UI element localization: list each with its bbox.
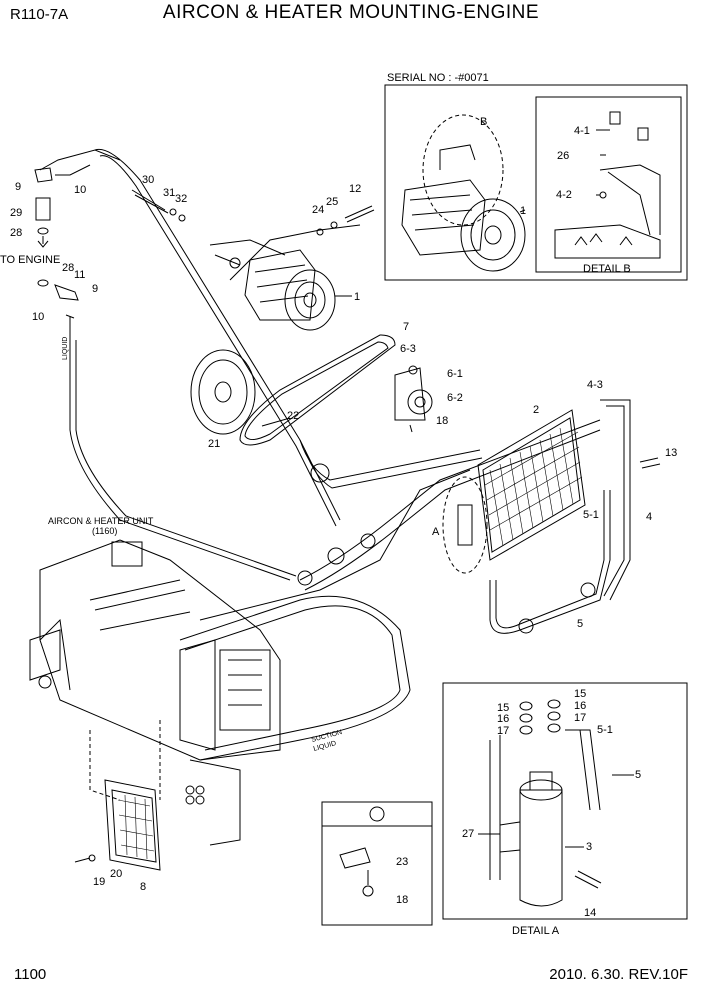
- part-5-detail: 5: [635, 769, 641, 781]
- part-1: 1: [354, 291, 360, 303]
- detail-a-box: DETAIL A 15 16 17 15 16 17 5-1 5 27 3 14: [442, 682, 688, 937]
- condenser: 2 4-3 13 4 5-1 5 A: [432, 379, 677, 630]
- part-18: 18: [436, 415, 448, 427]
- part-4-3: 4-3: [587, 379, 603, 391]
- marker-a: A: [432, 526, 440, 538]
- marker-b: B: [480, 116, 487, 128]
- part-12: 12: [349, 183, 361, 195]
- page-title: AIRCON & HEATER MOUNTING-ENGINE: [162, 2, 540, 23]
- part-23: 23: [396, 856, 408, 868]
- part-15-a: 15: [497, 702, 509, 714]
- part-7: 7: [403, 321, 409, 333]
- detail-a-label: DETAIL A: [512, 925, 560, 937]
- part-9-b: 9: [92, 283, 98, 295]
- part-28-a: 28: [10, 227, 22, 239]
- part-21: 21: [208, 438, 220, 450]
- aircon-heater-unit: AIRCON & HEATER UNIT (1160): [29, 516, 281, 846]
- part-6-1: 6-1: [447, 368, 463, 380]
- part-25: 25: [326, 196, 338, 208]
- to-engine-label: TO ENGINE: [0, 254, 60, 266]
- part-27: 27: [462, 828, 474, 840]
- part-22: 22: [287, 410, 299, 422]
- part-30: 30: [142, 174, 154, 186]
- pulley-belt-group: 21 7 22 6-3 6-1 6-2 18: [190, 321, 463, 450]
- part-13: 13: [665, 447, 677, 459]
- part-16-b: 16: [574, 700, 586, 712]
- refrigerant-hoses: LIQUID SUCTION LIQUID: [62, 148, 631, 761]
- part-1-serial: 1: [520, 205, 526, 217]
- filter-part-8: 8 19 20: [74, 779, 161, 893]
- part-28-b: 28: [62, 262, 74, 274]
- part-4: 4: [646, 511, 652, 523]
- hose-label-liquid-left: LIQUID: [62, 337, 69, 360]
- part-14: 14: [584, 907, 596, 919]
- part-9-a: 9: [15, 181, 21, 193]
- part-20: 20: [110, 868, 122, 880]
- part-24: 24: [312, 204, 324, 216]
- part-32: 32: [175, 193, 187, 205]
- serial-detail-box: SERIAL NO : -#0071 DETAIL B B 1 4-1 26 4…: [384, 72, 688, 281]
- part-29: 29: [10, 207, 22, 219]
- part-10-a: 10: [74, 184, 86, 196]
- page-number: 1100: [14, 966, 47, 983]
- part-2: 2: [533, 404, 539, 416]
- serial-number-label: SERIAL NO : -#0071: [387, 72, 489, 84]
- part-8: 8: [140, 881, 146, 893]
- detail-b-label: DETAIL B: [583, 263, 631, 275]
- clamp-detail-box: 23 18: [321, 801, 433, 926]
- compressor-main: 1 30 31 32 24 25 12: [131, 174, 375, 331]
- part-17-b: 17: [574, 712, 586, 724]
- part-31: 31: [163, 187, 175, 199]
- part-6-3: 6-3: [400, 343, 416, 355]
- left-fittings: TO ENGINE 9 10 29 28 28 11 9 10: [0, 149, 121, 340]
- part-6-2: 6-2: [447, 392, 463, 404]
- aircon-unit-label: AIRCON & HEATER UNIT: [48, 516, 154, 526]
- part-16-a: 16: [497, 713, 509, 725]
- part-4-2: 4-2: [556, 189, 572, 201]
- part-26: 26: [557, 150, 569, 162]
- part-15-b: 15: [574, 688, 586, 700]
- part-5: 5: [577, 618, 583, 630]
- model-number: R110-7A: [10, 6, 69, 23]
- part-17-a: 17: [497, 725, 509, 737]
- part-5-1-detail: 5-1: [597, 724, 613, 736]
- part-19: 19: [93, 876, 105, 888]
- part-5-1: 5-1: [583, 509, 599, 521]
- aircon-unit-number: (1160): [92, 526, 117, 536]
- part-10-b: 10: [32, 311, 44, 323]
- revision-date: 2010. 6.30. REV.10F: [549, 966, 688, 983]
- part-11: 11: [74, 269, 85, 281]
- part-3: 3: [586, 841, 592, 853]
- part-18-b: 18: [396, 894, 408, 906]
- part-4-1: 4-1: [574, 125, 590, 137]
